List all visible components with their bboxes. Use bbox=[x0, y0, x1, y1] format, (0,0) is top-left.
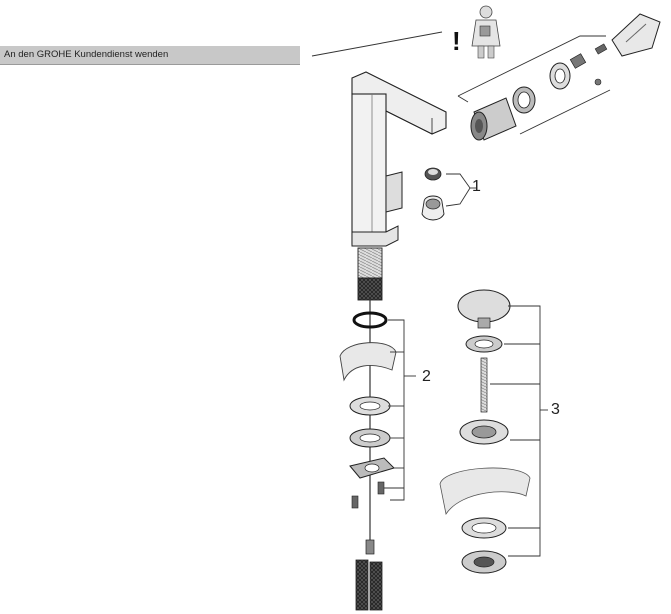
bracket-1 bbox=[445, 173, 476, 207]
callout-2: 2 bbox=[422, 368, 431, 385]
threaded-shank bbox=[357, 247, 383, 301]
cartridge-nut bbox=[549, 62, 571, 90]
service-technician-warning-icon: ! bbox=[452, 5, 501, 59]
callout-1: 1 bbox=[472, 178, 481, 195]
mounting-parts bbox=[339, 300, 397, 611]
bracket-3 bbox=[490, 305, 548, 557]
banner-leader-line bbox=[311, 31, 443, 57]
service-notice-text: An den GROHE Kundendienst wenden bbox=[4, 49, 169, 60]
drain-parts bbox=[439, 289, 531, 574]
handle-screws bbox=[569, 43, 608, 86]
lever-handle bbox=[611, 13, 661, 57]
service-notice-banner: An den GROHE Kundendienst wenden bbox=[0, 46, 300, 65]
faucet-body bbox=[351, 71, 447, 247]
callout-3: 3 bbox=[551, 401, 560, 418]
svg-text:!: ! bbox=[452, 26, 461, 56]
bracket-2 bbox=[384, 319, 416, 501]
cartridge-ring bbox=[512, 86, 536, 114]
mixing-cartridge bbox=[470, 97, 517, 141]
aerator-parts bbox=[421, 167, 445, 221]
cartridge-group-bracket bbox=[457, 35, 611, 135]
